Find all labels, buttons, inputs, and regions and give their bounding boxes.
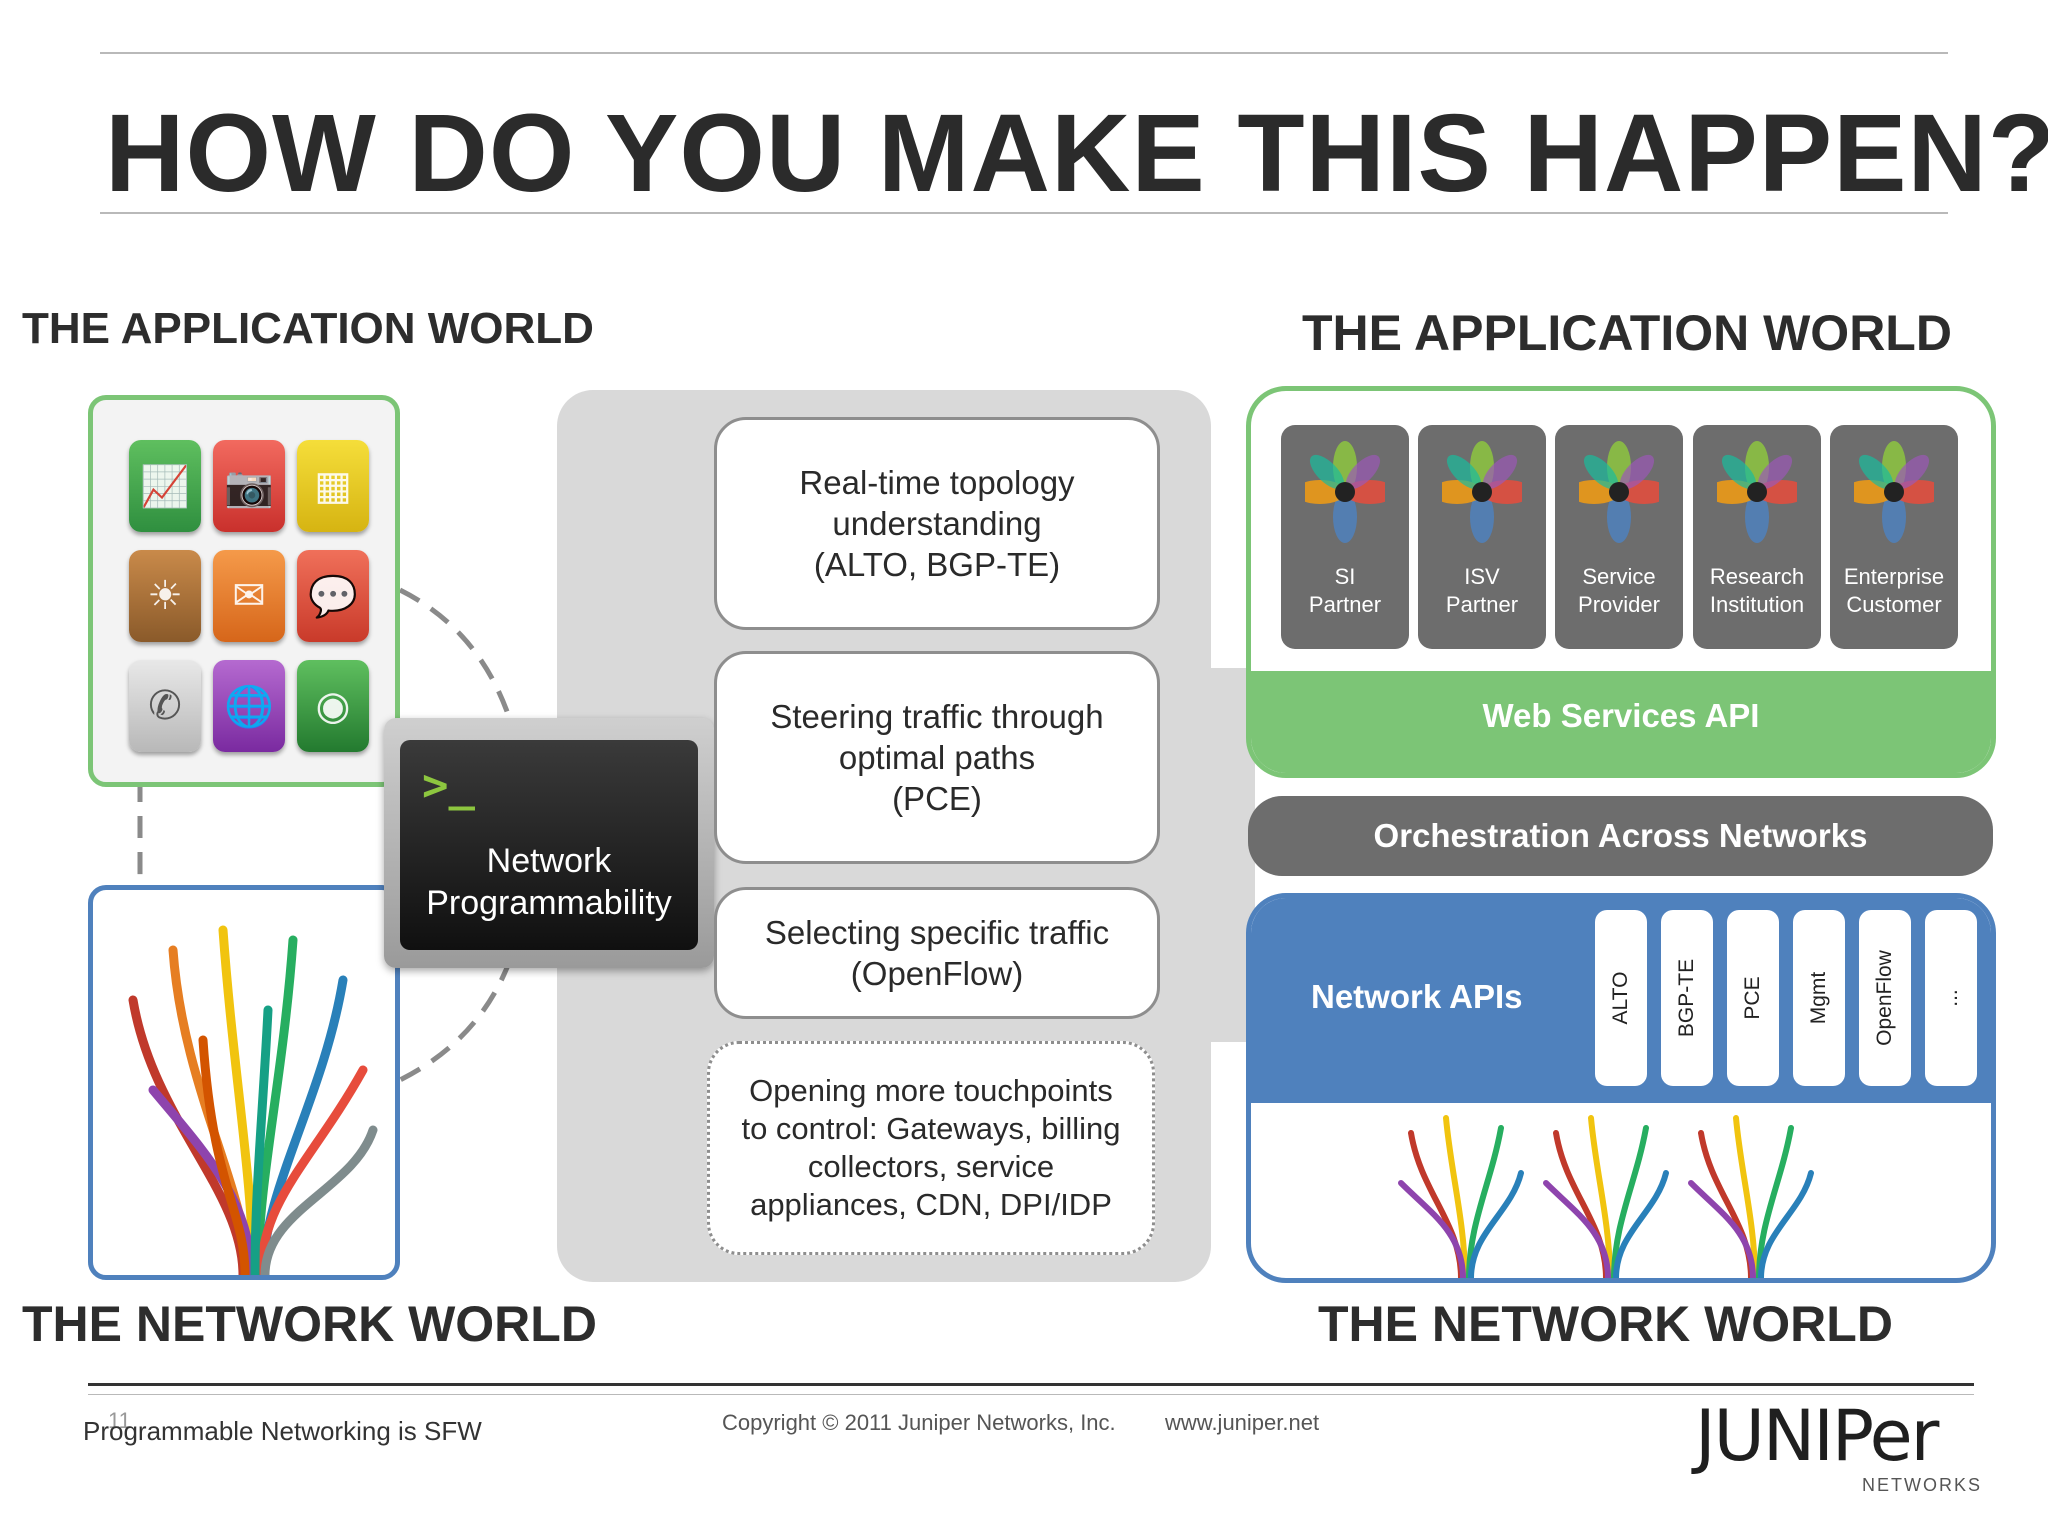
left-network-world-heading: THE NETWORK WORLD [22, 1296, 597, 1352]
web-services-band [1251, 671, 1991, 773]
customer-research-institution: Research Institution [1693, 425, 1821, 649]
camera-app-icon: 📷 [213, 440, 285, 532]
capability-topology: Real-time topology understanding (ALTO, … [714, 417, 1160, 630]
api-label: BGP-TE [1675, 958, 1698, 1038]
api-pill-more: ... [1925, 910, 1977, 1086]
network-apis-box: Network APIs ALTO BGP-TE PCE Mgmt OpenFl… [1246, 893, 1996, 1283]
api-label: OpenFlow [1873, 950, 1896, 1046]
api-label: PCE [1741, 976, 1764, 1020]
api-pill-bgp-te: BGP-TE [1661, 910, 1713, 1086]
juniper-logo: JUNIPer [1695, 1395, 1939, 1477]
terminal-prompt-icon: >_ [422, 760, 475, 811]
network-programmability-block: >_ Network Programmability [384, 718, 714, 968]
web-services-api-label: Web Services API [1482, 697, 1760, 734]
customer-label: SI Partner [1308, 564, 1382, 617]
customer-label: ISV Partner [1445, 564, 1519, 617]
left-app-world-heading: THE APPLICATION WORLD [22, 304, 594, 353]
right-network-world-heading: THE NETWORK WORLD [1318, 1296, 1893, 1352]
game-app-icon: ◉ [297, 660, 369, 752]
api-pill-alto: ALTO [1595, 910, 1647, 1086]
orchestration-bar: Orchestration Across Networks [1248, 796, 1993, 876]
capability-selecting: Selecting specific traffic (OpenFlow) [714, 887, 1160, 1019]
capability-steering: Steering traffic through optimal paths (… [714, 651, 1160, 864]
network-programmability-label: Network Programmability [426, 842, 672, 922]
network-world-box [88, 885, 400, 1280]
page-title: HOW DO YOU MAKE THIS HAPPEN? [105, 92, 2048, 215]
api-label: ALTO [1609, 971, 1632, 1025]
mail-app-icon: ✉ [213, 550, 285, 642]
cables-image [128, 925, 378, 1275]
cables-group-image [1398, 1115, 1814, 1278]
right-app-world-heading: THE APPLICATION WORLD [1302, 305, 1952, 361]
flower-icon [1305, 441, 1385, 543]
customer-label: Enterprise Customer [1843, 564, 1945, 617]
api-label: Mgmt [1807, 971, 1830, 1025]
footer-rule-thin [88, 1394, 1974, 1395]
application-world-box: 📈 📷 ▦ ☀ ✉ 💬 ✆ 🌐 ◉ [88, 395, 400, 787]
juniper-logo-sub: NETWORKS [1862, 1475, 1983, 1495]
top-rule [100, 52, 1948, 54]
chat-app-icon: 💬 [297, 550, 369, 642]
sun-app-icon: ☀ [129, 550, 201, 642]
api-pill-mgmt: Mgmt [1793, 910, 1845, 1086]
customer-si-partner: SI Partner [1281, 425, 1409, 649]
flower-icon [1717, 441, 1797, 543]
network-apis-band: Network APIs ALTO BGP-TE PCE Mgmt OpenFl… [1251, 898, 1991, 1103]
chart-app-icon: 📈 [129, 440, 201, 532]
customer-label: Research Institution [1709, 564, 1805, 617]
flower-icon [1579, 441, 1659, 543]
globe-app-icon: 🌐 [213, 660, 285, 752]
title-underline [100, 212, 1948, 214]
footer-left-text: Programmable Networking is SFW [83, 1416, 482, 1446]
website-text: www.juniper.net [1165, 1410, 1320, 1435]
customer-stack: SI Partner ISV Partner Service Provider [1246, 386, 1996, 778]
copyright-text: Copyright © 2011 Juniper Networks, Inc. [722, 1410, 1116, 1435]
api-pill-pce: PCE [1727, 910, 1779, 1086]
phone-app-icon: ✆ [129, 660, 201, 752]
flower-icon [1442, 441, 1522, 543]
customer-service-provider: Service Provider [1555, 425, 1683, 649]
network-apis-label: Network APIs [1311, 978, 1523, 1015]
terminal-screen: >_ Network Programmability [400, 740, 698, 950]
customer-enterprise: Enterprise Customer [1830, 425, 1958, 649]
customer-label: Service Provider [1578, 564, 1660, 617]
api-pill-openflow: OpenFlow [1859, 910, 1911, 1086]
api-label: ... [1939, 989, 1962, 1007]
customer-isv-partner: ISV Partner [1418, 425, 1546, 649]
slide-number: 11 [108, 1408, 131, 1433]
grid-app-icon: ▦ [297, 440, 369, 532]
footer-rule [88, 1383, 1974, 1386]
flower-icon [1854, 441, 1934, 543]
capability-touchpoints: Opening more touchpoints to control: Gat… [707, 1041, 1155, 1255]
